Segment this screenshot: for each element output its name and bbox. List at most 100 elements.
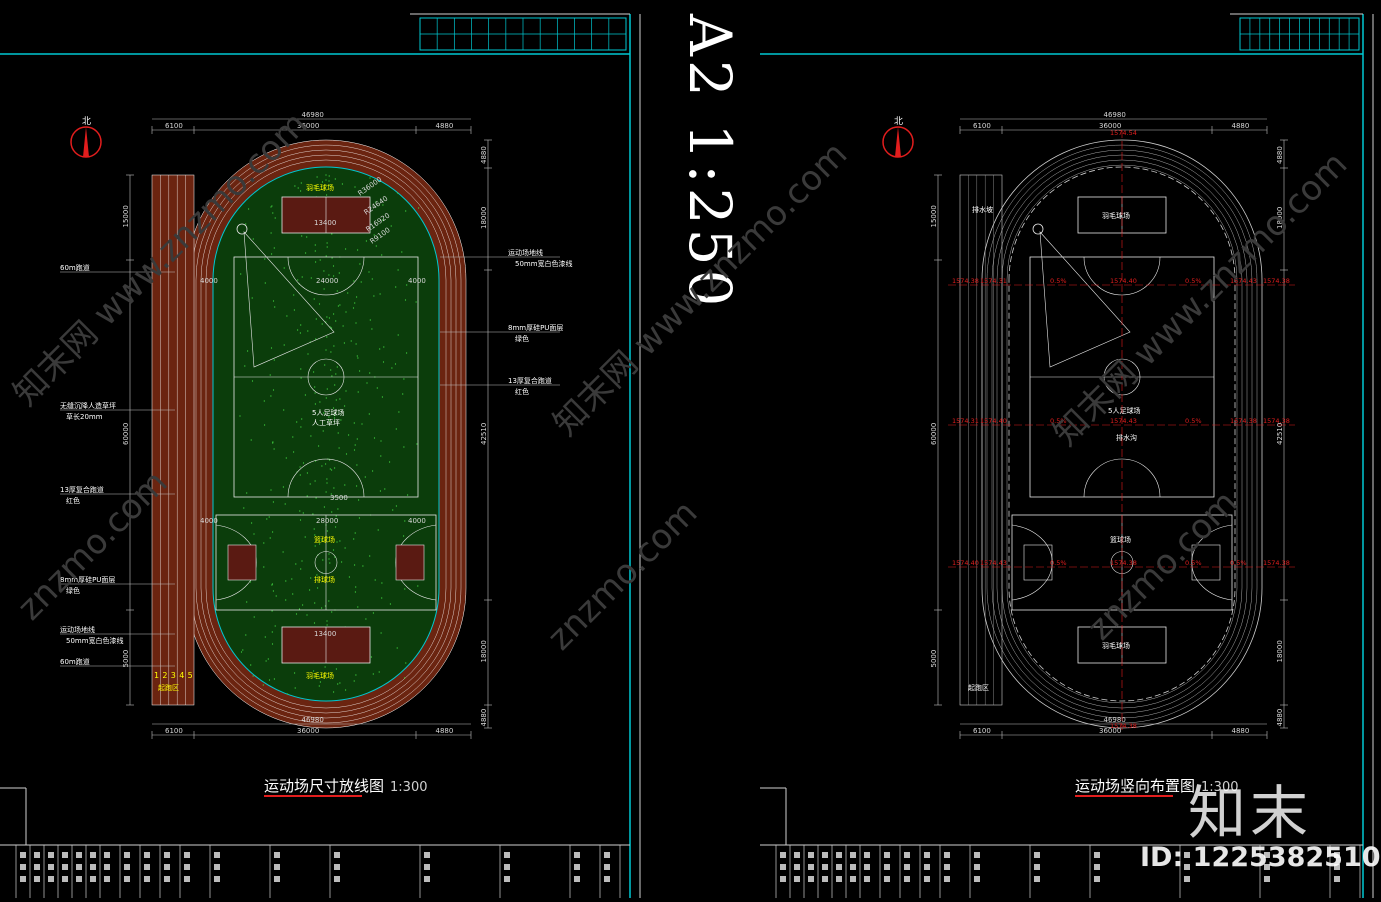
turf-speckle (333, 313, 335, 315)
bottom-table-glyph (1184, 876, 1190, 882)
turf-speckle (372, 673, 374, 675)
turf-speckle (284, 503, 286, 505)
north-arrow-label: 北 (894, 116, 903, 127)
turf-speckle (322, 430, 324, 432)
turf-speckle (304, 394, 306, 396)
bottom-table-glyph (504, 876, 510, 882)
turf-speckle (321, 323, 323, 325)
turf-speckle (283, 267, 285, 269)
track-lane-line (205, 159, 447, 709)
turf-speckle (315, 318, 317, 320)
dimension-text: 42510 (1276, 423, 1284, 445)
turf-speckle (319, 401, 321, 403)
annotation-sub: 绿色 (515, 334, 529, 343)
bottom-table-glyph (808, 864, 814, 870)
dimension-text: 6100 (973, 122, 991, 130)
left-title-underline (264, 795, 362, 797)
turf-speckle (337, 508, 339, 510)
turf-speckle (336, 541, 338, 543)
track-lane-line (1001, 159, 1243, 709)
turf-speckle (337, 683, 339, 685)
turf-speckle (301, 560, 303, 562)
turf-speckle (314, 386, 316, 388)
turf-speckle (306, 472, 308, 474)
turf-speckle (245, 634, 247, 636)
turf-speckle (292, 436, 294, 438)
turf-speckle (354, 186, 356, 188)
bottom-table-glyph (274, 876, 280, 882)
turf-speckle (248, 208, 250, 210)
dimension-text: 4880 (1276, 146, 1284, 164)
turf-speckle (359, 370, 361, 372)
turf-speckle (354, 591, 356, 593)
turf-speckle (347, 292, 349, 294)
turf-speckle (333, 487, 335, 489)
turf-speckle (334, 467, 336, 469)
dimension-text: 4880 (480, 146, 488, 164)
water-label: 排水沟 (1116, 433, 1137, 442)
bottom-table-glyph (214, 852, 220, 858)
bottom-table-glyph (184, 852, 190, 858)
bottom-table-glyph (1184, 864, 1190, 870)
basketball-court-label: 篮球场 (1110, 535, 1131, 544)
turf-speckle (312, 513, 314, 515)
basketball-key-left (227, 544, 257, 581)
bottom-table-glyph (904, 852, 910, 858)
turf-speckle (307, 330, 309, 332)
turf-speckle (333, 417, 336, 419)
elevation-text: 1574.40 (952, 559, 979, 567)
right-title-underline (1075, 795, 1173, 797)
dimension-text: 4880 (1276, 709, 1284, 727)
turf-speckle (371, 328, 373, 330)
turf-speckle (294, 185, 296, 187)
bottom-table-glyph (1094, 852, 1100, 858)
turf-speckle (313, 622, 316, 624)
dimension-text: 4000 (200, 277, 218, 285)
dimension-text: 4000 (408, 277, 426, 285)
turf-speckle (296, 421, 298, 423)
turf-speckle (418, 207, 420, 209)
turf-speckle (301, 276, 303, 278)
turf-speckle (354, 302, 356, 304)
bottom-table-glyph (850, 876, 856, 882)
basketball-three-point-left (1011, 524, 1053, 601)
turf-speckle (335, 399, 337, 401)
turf-speckle (313, 676, 316, 678)
turf-speckle (268, 679, 271, 681)
turf-speckle (370, 656, 372, 658)
turf-speckle (282, 486, 284, 488)
bottom-table-glyph (808, 852, 814, 858)
turf-speckle (335, 668, 337, 670)
bottom-table-glyph (164, 864, 170, 870)
turf-speckle (299, 519, 302, 521)
turf-speckle (302, 462, 305, 464)
elevation-text: 1574.40 (1110, 277, 1137, 285)
bottom-table-glyph (864, 852, 870, 858)
turf-speckle (396, 647, 398, 649)
turf-speckle (326, 246, 328, 248)
turf-speckle (404, 588, 406, 590)
turf-speckle (335, 526, 337, 528)
annotation-label: 13厚复合跑道 (508, 376, 552, 385)
turf-speckle (357, 606, 359, 608)
turf-speckle (309, 589, 311, 591)
annotation-label: 运动场地线 (60, 625, 95, 634)
watermark-logo: 知末 (1188, 779, 1313, 847)
turf-speckle (338, 272, 340, 274)
turf-speckle (379, 490, 381, 492)
turf-speckle (293, 294, 295, 296)
dimension-text: 18000 (1276, 207, 1284, 229)
turf-speckle (300, 324, 302, 326)
bottom-table-glyph (104, 864, 110, 870)
light-coverage-cone (243, 231, 335, 368)
turf-speckle (272, 389, 275, 391)
lane-number: 5 (188, 671, 193, 680)
turf-speckle (313, 371, 315, 373)
bottom-table-glyph (780, 852, 786, 858)
turf-speckle (376, 387, 378, 389)
sprint-lanes (959, 174, 1003, 706)
turf-speckle (253, 616, 255, 618)
turf-speckle (353, 280, 355, 282)
soccer-field-label: 5人足球场 (1108, 406, 1140, 415)
turf-speckle (360, 281, 362, 283)
